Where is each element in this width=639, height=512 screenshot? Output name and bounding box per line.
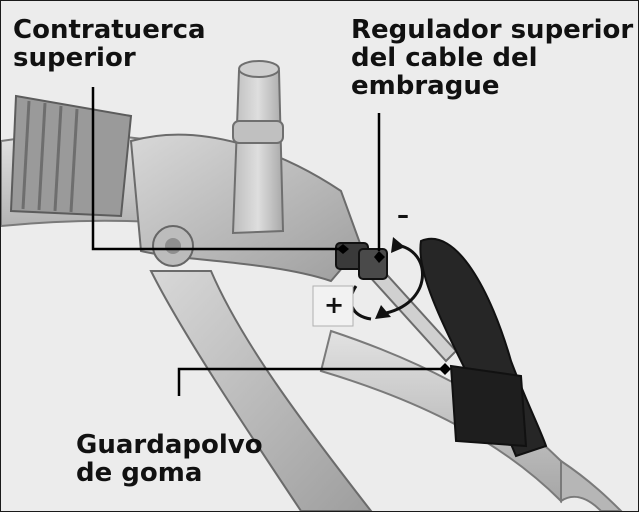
plus-sign: + — [324, 291, 345, 319]
label-rubber-dust-cover: Guardapolvo de goma — [76, 431, 263, 487]
label-adjuster-line1: Regulador superior — [351, 15, 634, 45]
minus-sign: – — [397, 201, 409, 229]
label-dust-cover-line2: de goma — [76, 458, 203, 488]
leader-lines — [91, 87, 445, 396]
clutch-lever — [149, 270, 373, 511]
adjuster-shape — [358, 248, 388, 280]
label-upper-locknut: Contratuerca superior — [13, 16, 206, 72]
label-upper-locknut-line1: Contratuerca — [13, 15, 206, 45]
rotation-arrow-icon — [385, 243, 424, 315]
label-upper-clutch-cable-adjuster: Regulador superior del cable del embragu… — [351, 16, 633, 100]
label-dust-cover-line1: Guardapolvo — [76, 430, 263, 460]
label-upper-locknut-line2: superior — [13, 43, 136, 73]
grip-ribs — [21, 100, 79, 213]
label-adjuster-line3: embrague — [351, 71, 500, 101]
label-adjuster-line2: del cable del — [351, 43, 538, 73]
mirror-stalk — [231, 70, 285, 235]
